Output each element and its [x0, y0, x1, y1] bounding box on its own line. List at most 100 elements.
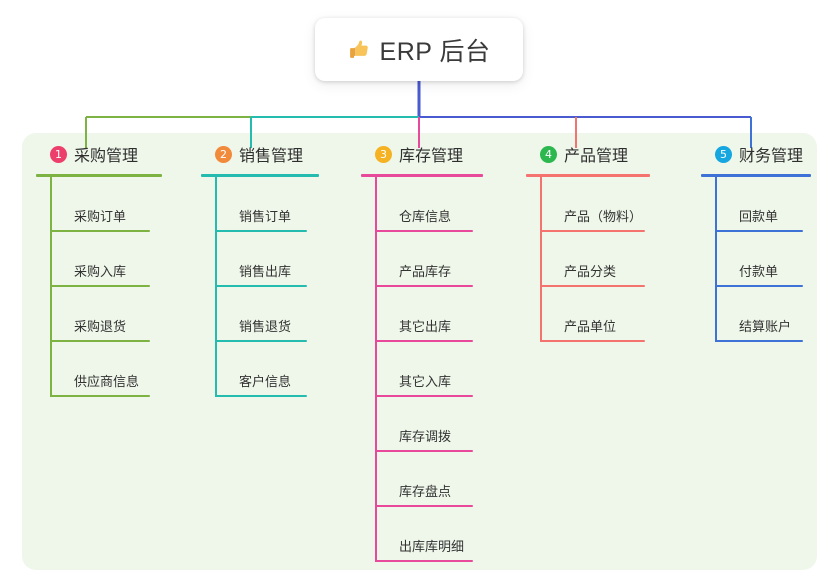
branch-column-4: 4 产品管理产品（物料） 产品分类产品单位 — [526, 141, 650, 342]
branch-item-label: 付款单 — [739, 264, 779, 279]
root-node[interactable]: ERP 后台 — [315, 18, 523, 81]
branch-item-label: 销售出库 — [239, 264, 292, 279]
branch-item-underline — [375, 395, 473, 397]
branch-item-label: 产品分类 — [564, 264, 617, 279]
branch-item-label: 产品库存 — [399, 264, 452, 279]
branch-item-label: 仓库信息 — [399, 209, 452, 224]
branch-item-underline — [375, 450, 473, 452]
branch-item-underline — [50, 340, 150, 342]
branch-item[interactable]: 结算账户 — [715, 287, 811, 342]
branch-item[interactable]: 销售订单 — [215, 177, 319, 232]
branch-spine-3 — [375, 177, 377, 562]
branch-spine-2 — [215, 177, 217, 397]
branch-item-underline — [540, 340, 645, 342]
branch-badge-2: 2 — [215, 145, 232, 163]
branch-items-2: 销售订单销售出库销售退货客户信息 — [201, 177, 319, 397]
branch-title-3: 库存管理 — [399, 148, 464, 165]
root-title: ERP 后台 — [379, 37, 491, 66]
branch-item-label: 采购入库 — [74, 264, 127, 279]
branch-item-label: 客户信息 — [239, 374, 292, 389]
branch-item[interactable]: 采购入库 — [50, 232, 162, 287]
branch-spine-5 — [715, 177, 717, 342]
branch-item[interactable]: 付款单 — [715, 232, 811, 287]
branch-item[interactable]: 客户信息 — [215, 342, 319, 397]
branch-badge-3: 3 — [375, 145, 392, 163]
branch-item-label: 出库库明细 — [399, 539, 465, 554]
branch-item-label: 回款单 — [739, 209, 779, 224]
branch-underline-1 — [36, 174, 162, 177]
branch-underline-5 — [701, 174, 811, 177]
branch-item-label: 结算账户 — [739, 319, 792, 334]
branch-title-4: 产品管理 — [564, 148, 629, 165]
branch-item-underline — [215, 285, 307, 287]
branch-item-underline — [375, 340, 473, 342]
branch-item[interactable]: 其它入库 — [375, 342, 483, 397]
branch-item-underline — [215, 340, 307, 342]
branch-item[interactable]: 采购退货 — [50, 287, 162, 342]
branch-item-label: 采购订单 — [74, 209, 127, 224]
branch-header-2[interactable]: 2 销售管理 — [201, 141, 319, 167]
branch-header-1[interactable]: 1 采购管理 — [36, 141, 162, 167]
branches-panel — [22, 133, 817, 570]
branch-title-1: 采购管理 — [74, 148, 139, 165]
branch-item-label: 库存盘点 — [399, 484, 452, 499]
branch-badge-5: 5 — [715, 145, 732, 163]
branch-underline-3 — [361, 174, 483, 177]
branch-item-underline — [715, 285, 803, 287]
branch-item[interactable]: 其它出库 — [375, 287, 483, 342]
branch-column-2: 2 销售管理销售订单销售出库销售退货客户信息 — [201, 141, 319, 397]
branch-column-1: 1 采购管理采购订单采购入库采购退货供应商信息 — [36, 141, 162, 397]
branch-item-underline — [375, 230, 473, 232]
branch-item-label: 其它出库 — [399, 319, 452, 334]
branch-badge-4: 4 — [540, 145, 557, 163]
branch-item-label: 销售订单 — [239, 209, 292, 224]
branch-item[interactable]: 供应商信息 — [50, 342, 162, 397]
branch-badge-1: 1 — [50, 145, 67, 163]
branch-item-underline — [50, 395, 150, 397]
branch-item[interactable]: 回款单 — [715, 177, 811, 232]
branch-column-5: 5 财务管理回款单付款单结算账户 — [701, 141, 811, 342]
branch-header-3[interactable]: 3 库存管理 — [361, 141, 483, 167]
branch-column-3: 3 库存管理仓库信息产品库存其它出库其它入库库存调拨库存盘点出库库明细 — [361, 141, 483, 562]
branch-item-underline — [215, 230, 307, 232]
branch-header-4[interactable]: 4 产品管理 — [526, 141, 650, 167]
branch-item[interactable]: 库存盘点 — [375, 452, 483, 507]
branch-title-5: 财务管理 — [739, 148, 804, 165]
branch-item-underline — [50, 285, 150, 287]
branch-item-label: 产品（物料） — [564, 209, 643, 224]
branch-items-3: 仓库信息产品库存其它出库其它入库库存调拨库存盘点出库库明细 — [361, 177, 483, 562]
branch-underline-4 — [526, 174, 650, 177]
branch-item[interactable]: 仓库信息 — [375, 177, 483, 232]
branch-item-underline — [50, 230, 150, 232]
thumbs-up-icon — [348, 38, 371, 61]
branch-item-label: 其它入库 — [399, 374, 452, 389]
branch-header-5[interactable]: 5 财务管理 — [701, 141, 811, 167]
branch-item-label: 供应商信息 — [74, 374, 140, 389]
branch-item-underline — [540, 230, 645, 232]
branch-item[interactable]: 销售退货 — [215, 287, 319, 342]
branch-items-5: 回款单付款单结算账户 — [701, 177, 811, 342]
root-node-content: ERP 后台 — [348, 32, 491, 68]
branch-item[interactable]: 采购订单 — [50, 177, 162, 232]
branch-item-underline — [375, 505, 473, 507]
branch-item-label: 库存调拨 — [399, 429, 452, 444]
branch-items-1: 采购订单采购入库采购退货供应商信息 — [36, 177, 162, 397]
branch-item[interactable]: 产品（物料） — [540, 177, 650, 232]
branch-item[interactable]: 出库库明细 — [375, 507, 483, 562]
branch-item[interactable]: 销售出库 — [215, 232, 319, 287]
branch-item[interactable]: 库存调拨 — [375, 397, 483, 452]
branch-item-underline — [375, 560, 473, 562]
branch-item[interactable]: 产品库存 — [375, 232, 483, 287]
branch-item-underline — [215, 395, 307, 397]
branch-item-label: 采购退货 — [74, 319, 127, 334]
branch-title-2: 销售管理 — [239, 148, 304, 165]
branch-item-underline — [375, 285, 473, 287]
branch-item-underline — [715, 340, 803, 342]
branch-item-underline — [715, 230, 803, 232]
branch-spine-4 — [540, 177, 542, 342]
branch-item-label: 产品单位 — [564, 319, 617, 334]
branch-item[interactable]: 产品单位 — [540, 287, 650, 342]
branch-items-4: 产品（物料） 产品分类产品单位 — [526, 177, 650, 342]
branch-item[interactable]: 产品分类 — [540, 232, 650, 287]
